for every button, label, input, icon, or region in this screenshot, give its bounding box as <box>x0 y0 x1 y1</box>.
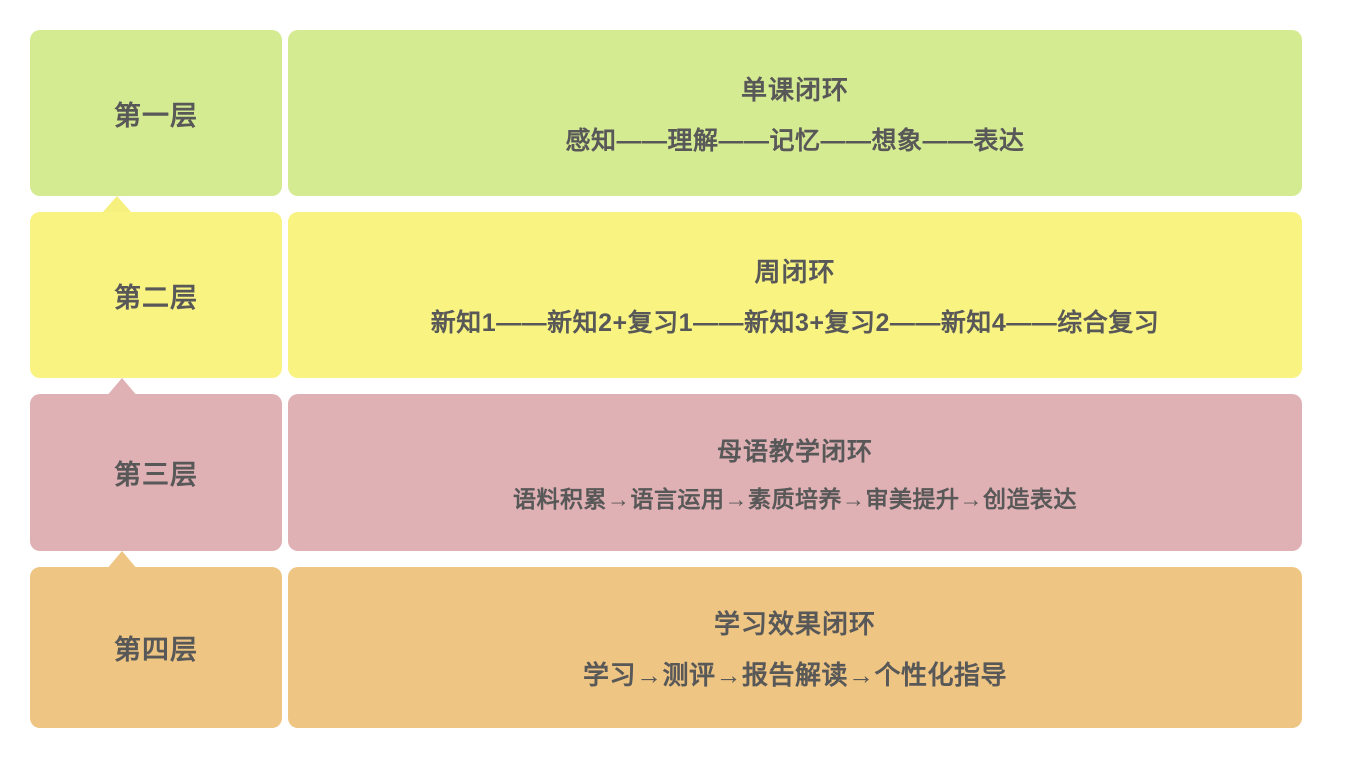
layer-body-2: 周闭环 新知1——新知2+复习1——新知3+复习2——新知4——综合复习 <box>288 212 1302 378</box>
layer-label-2: 第二层 <box>30 212 282 378</box>
layer-row-2: 第二层 周闭环 新知1——新知2+复习1——新知3+复习2——新知4——综合复习 <box>30 212 1302 378</box>
layer-label-4: 第四层 <box>30 567 282 728</box>
layer-flow-1: 感知——理解——记忆——想象——表达 <box>565 126 1025 155</box>
layer-title-2: 周闭环 <box>754 256 836 287</box>
layer-label-3: 第三层 <box>30 394 282 551</box>
layer-label-text-3: 第三层 <box>114 460 198 490</box>
layer-title-4: 学习效果闭环 <box>713 608 876 639</box>
layer-flow-4: 学习→测评→报告解读→个性化指导 <box>582 659 1007 690</box>
layer-label-text-2: 第二层 <box>114 282 198 313</box>
layer-title-1: 单课闭环 <box>740 74 849 105</box>
layer-label-text-1: 第一层 <box>114 100 198 131</box>
layer-flow-3: 语料积累→语言运用→素质培养→审美提升→创造表达 <box>513 485 1077 512</box>
layer-label-text-4: 第四层 <box>114 635 198 665</box>
layer-row-3: 第三层 母语教学闭环 语料积累→语言运用→素质培养→审美提升→创造表达 <box>30 394 1302 551</box>
layer-body-3: 母语教学闭环 语料积累→语言运用→素质培养→审美提升→创造表达 <box>288 394 1302 551</box>
layer-flow-2: 新知1——新知2+复习1——新知3+复习2——新知4——综合复习 <box>430 308 1160 337</box>
layer-label-1: 第一层 <box>30 30 282 196</box>
layer-row-4: 第四层 学习效果闭环 学习→测评→报告解读→个性化指导 <box>30 567 1302 728</box>
layer-row-1: 第一层 单课闭环 感知——理解——记忆——想象——表达 <box>30 30 1302 196</box>
layer-body-4: 学习效果闭环 学习→测评→报告解读→个性化指导 <box>288 567 1302 728</box>
layer-body-1: 单课闭环 感知——理解——记忆——想象——表达 <box>288 30 1302 196</box>
layer-title-3: 母语教学闭环 <box>716 437 873 466</box>
